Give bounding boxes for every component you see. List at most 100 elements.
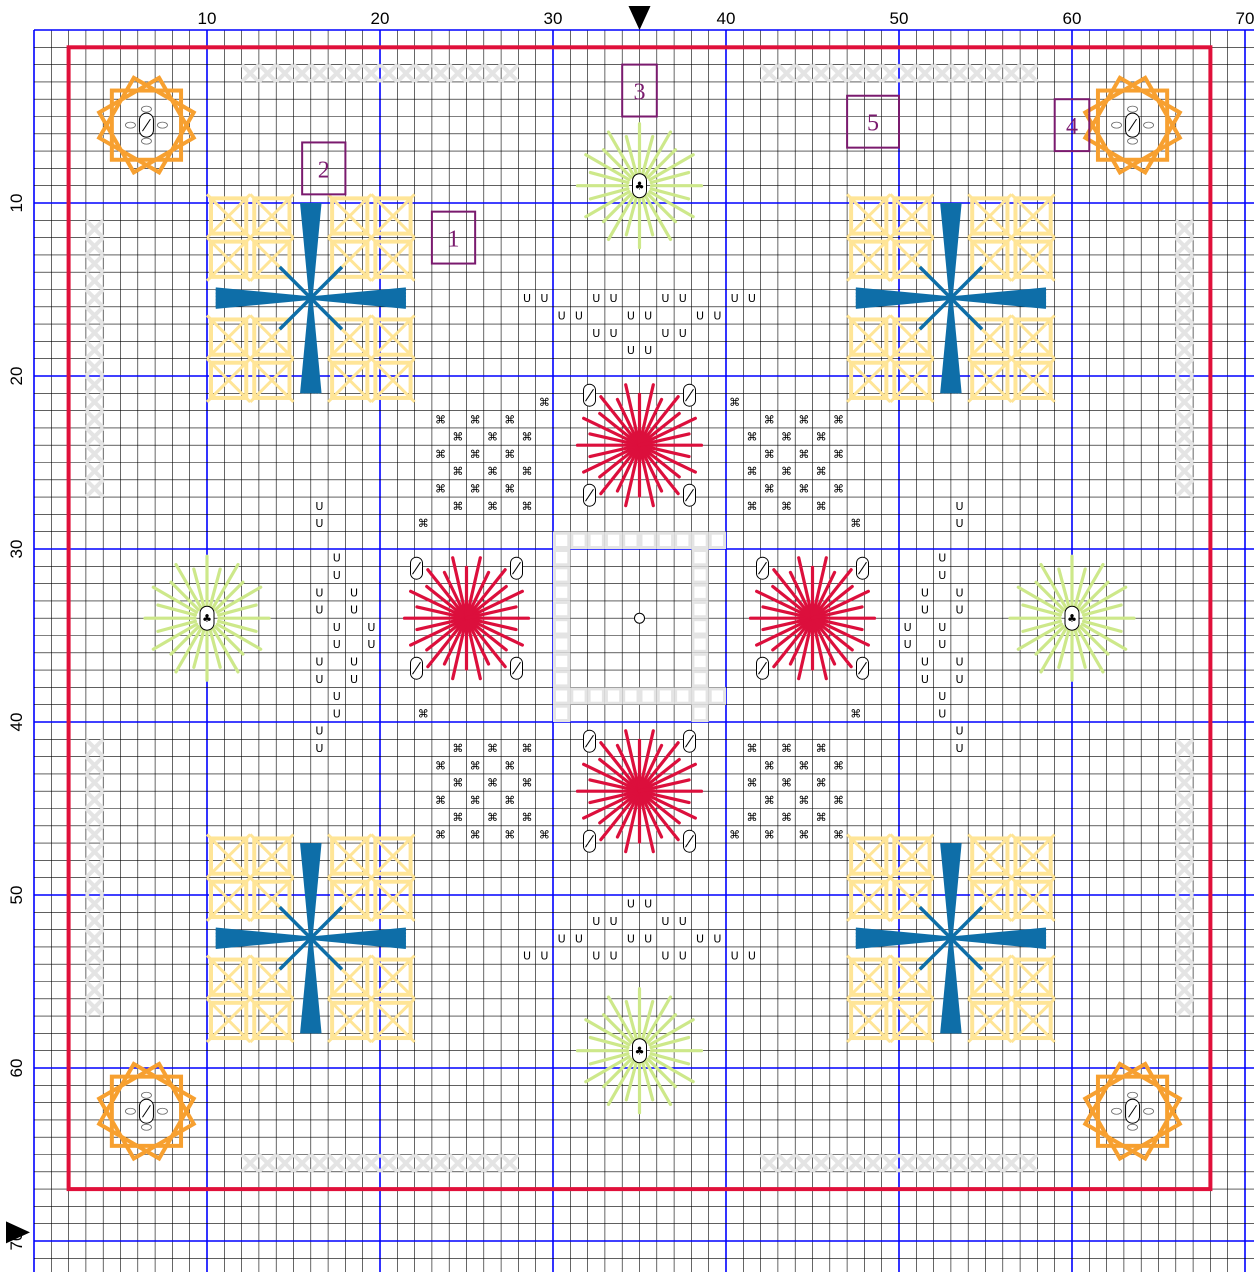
cmd-stitch: ⌘: [522, 500, 533, 513]
u-stitch: U: [644, 344, 652, 357]
u-stitch: U: [333, 638, 341, 651]
gray-square-stitch: [693, 672, 707, 686]
small-bead: [141, 138, 151, 144]
cmd-stitch: ⌘: [522, 431, 533, 444]
u-stitch: U: [696, 932, 704, 945]
cmd-stitch: ⌘: [833, 759, 844, 772]
small-bead: [125, 1108, 135, 1114]
cmd-stitch: ⌘: [435, 828, 446, 841]
orange-rosette: [99, 1064, 194, 1159]
gray-square-stitch: [555, 637, 569, 651]
marker-number: 3: [634, 80, 646, 106]
cmd-stitch: ⌘: [781, 465, 792, 478]
cmd-stitch: ⌘: [504, 828, 515, 841]
marker-number: 5: [867, 111, 879, 137]
cmd-stitch: ⌘: [418, 517, 429, 530]
small-bead: [1128, 1124, 1138, 1130]
cross-quad: [207, 834, 415, 1042]
u-stitch: U: [523, 292, 531, 305]
gray-square-stitch: [572, 689, 586, 703]
cmd-stitch: ⌘: [452, 465, 463, 478]
teal-ray: [311, 267, 342, 298]
gray-square-stitch: [693, 568, 707, 582]
cross-quad: [847, 834, 1055, 1042]
cmd-stitch: ⌘: [781, 777, 792, 790]
gray-square-stitch: [572, 533, 586, 547]
cmd-stitch: ⌘: [522, 777, 533, 790]
center-point: [635, 613, 645, 623]
small-bead: [1128, 106, 1138, 112]
gray-square-stitch: [555, 533, 569, 547]
u-stitch: U: [315, 604, 323, 617]
u-stitch: U: [748, 292, 756, 305]
left-axis-label: 30: [7, 540, 26, 559]
cmd-stitch: ⌘: [798, 413, 809, 426]
cmd-stitch: ⌘: [764, 759, 775, 772]
left-axis-label: 50: [7, 886, 26, 905]
teal-ray: [280, 298, 311, 329]
teal-ray: [951, 298, 982, 329]
u-stitch: U: [713, 932, 721, 945]
u-stitch: U: [558, 932, 566, 945]
stitch-motifs: ♣♣♣♣: [86, 65, 1193, 1172]
cmd-stitch: ⌘: [522, 811, 533, 824]
cmd-stitch: ⌘: [816, 500, 827, 513]
u-stitch: U: [938, 621, 946, 634]
u-stitch: U: [315, 655, 323, 668]
cmd-stitch: ⌘: [816, 811, 827, 824]
u-stitch: U: [627, 898, 635, 911]
cmd-stitch: ⌘: [764, 828, 775, 841]
u-stitch: U: [938, 638, 946, 651]
teal-ray: [920, 298, 951, 329]
u-stitch: U: [661, 915, 669, 928]
cmd-stitch: ⌘: [452, 431, 463, 444]
u-stitch: U: [661, 292, 669, 305]
teal-ray: [311, 298, 342, 329]
u-stitch: U: [938, 569, 946, 582]
small-bead: [141, 106, 151, 112]
gray-square-stitch: [589, 689, 603, 703]
gray-square-stitch: [555, 689, 569, 703]
cmd-stitch: ⌘: [504, 413, 515, 426]
top-axis-label: 20: [371, 9, 390, 28]
red-star: [578, 385, 702, 506]
u-stitch: U: [575, 932, 583, 945]
cmd-stitch: ⌘: [452, 811, 463, 824]
top-axis-label: 60: [1063, 9, 1082, 28]
cmd-stitch: ⌘: [850, 517, 861, 530]
cross-quad: [207, 194, 415, 402]
u-stitch: U: [540, 292, 548, 305]
cmd-stitch: ⌘: [746, 811, 757, 824]
u-stitch: U: [350, 673, 358, 686]
red-star: [751, 558, 875, 679]
u-stitch: U: [644, 898, 652, 911]
cmd-stitch: ⌘: [470, 794, 481, 807]
cmd-stitch: ⌘: [781, 431, 792, 444]
gray-square-stitch: [624, 533, 638, 547]
small-bead: [157, 122, 167, 128]
cmd-stitch: ⌘: [470, 413, 481, 426]
u-stitch: U: [558, 309, 566, 322]
small-bead: [1112, 1108, 1122, 1114]
gray-square-stitch: [555, 602, 569, 616]
top-axis-label: 50: [890, 9, 909, 28]
u-stitch: U: [592, 327, 600, 340]
cmd-stitch: ⌘: [764, 413, 775, 426]
gray-square-stitch: [676, 533, 690, 547]
gray-square-stitch: [606, 533, 620, 547]
u-stitch: U: [523, 950, 531, 963]
gray-square-stitch: [641, 689, 655, 703]
cmd-stitch: ⌘: [833, 413, 844, 426]
cmd-stitch: ⌘: [850, 707, 861, 720]
cmd-stitch: ⌘: [487, 500, 498, 513]
gray-square-stitch: [555, 706, 569, 720]
top-axis-label: 70: [1236, 9, 1254, 28]
center-column-arrow: [629, 6, 651, 30]
gray-square-stitch: [555, 551, 569, 565]
cmd-stitch: ⌘: [798, 828, 809, 841]
club-symbol: ♣: [202, 612, 212, 625]
u-stitch: U: [315, 517, 323, 530]
u-stitch: U: [333, 552, 341, 565]
u-stitch: U: [713, 309, 721, 322]
cmd-stitch: ⌘: [470, 482, 481, 495]
